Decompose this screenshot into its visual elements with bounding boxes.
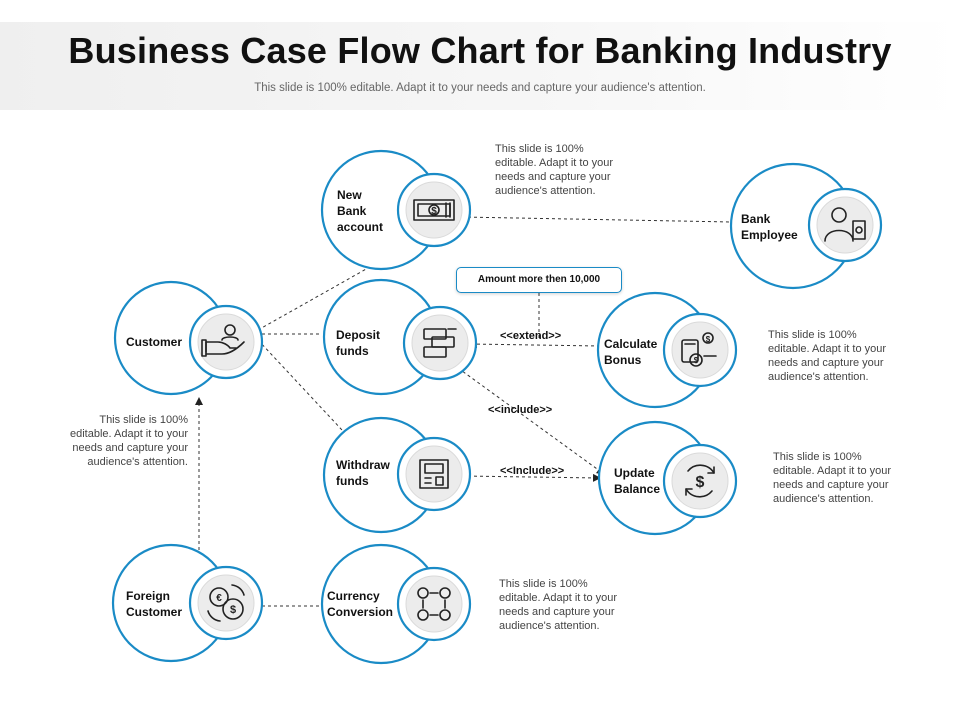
currency-exchange-coins-icon (207, 584, 245, 622)
deposit-cash-icon (423, 328, 457, 358)
svg-text:$: $ (694, 356, 699, 365)
note-left: This slide is 100% editable. Adapt it to… (69, 414, 188, 468)
svg-text:€: € (216, 593, 222, 604)
include-relation-label-horizontal: <<Include>> (500, 465, 565, 477)
note-right-bonus: This slide is 100% editable. Adapt it to… (768, 329, 887, 383)
note-top: This slide is 100% editable. Adapt it to… (495, 143, 614, 197)
svg-text:$: $ (696, 474, 705, 491)
connector-new-account-employee (461, 216, 733, 223)
svg-text:$: $ (706, 335, 711, 344)
connector-withdraw-to-balance-include (461, 473, 601, 482)
new-bank-account-label: New Bank account (337, 188, 384, 234)
banknote-icon (413, 199, 455, 221)
connector-deposit-to-balance-include (457, 367, 605, 475)
include-relation-label-diagonal: <<include>> (488, 404, 553, 416)
currency-conversion-icon (417, 587, 451, 621)
connector-customer-withdraw (257, 339, 343, 431)
svg-text:$: $ (431, 206, 437, 217)
extend-relation-label: <<extend>> (500, 330, 562, 342)
hand-receiving-money-icon (201, 324, 245, 357)
customer-label: Customer (126, 335, 183, 349)
deposit-funds-label: Deposit funds (336, 328, 381, 358)
calculate-bonus-label: Calculate Bonus (604, 337, 658, 367)
title-banner (0, 22, 960, 110)
withdraw-funds-label: Withdraw funds (336, 458, 390, 488)
connector-bonus-to-deposit-extend (469, 340, 601, 349)
page-subtitle: This slide is 100% editable. Adapt it to… (254, 82, 706, 94)
foreign-customer-label: Foreign Customer (126, 589, 183, 619)
amount-condition-box: Amount more then 10,000 (456, 267, 622, 293)
dollar-refresh-icon (685, 464, 715, 498)
svg-text:$: $ (230, 604, 236, 616)
calculator-dollar-icon (681, 332, 717, 367)
bank-employee-icon (824, 207, 866, 242)
page-title: Business Case Flow Chart for Banking Ind… (68, 30, 892, 71)
note-right-balance: This slide is 100% editable. Adapt it to… (773, 451, 892, 505)
currency-conversion-label: Currency Conversion (327, 589, 394, 619)
note-bottom: This slide is 100% editable. Adapt it to… (499, 578, 618, 632)
update-balance-label: Update Balance (614, 466, 661, 496)
bank-employee-label: Bank Employee (741, 212, 798, 242)
atm-icon (419, 459, 449, 489)
